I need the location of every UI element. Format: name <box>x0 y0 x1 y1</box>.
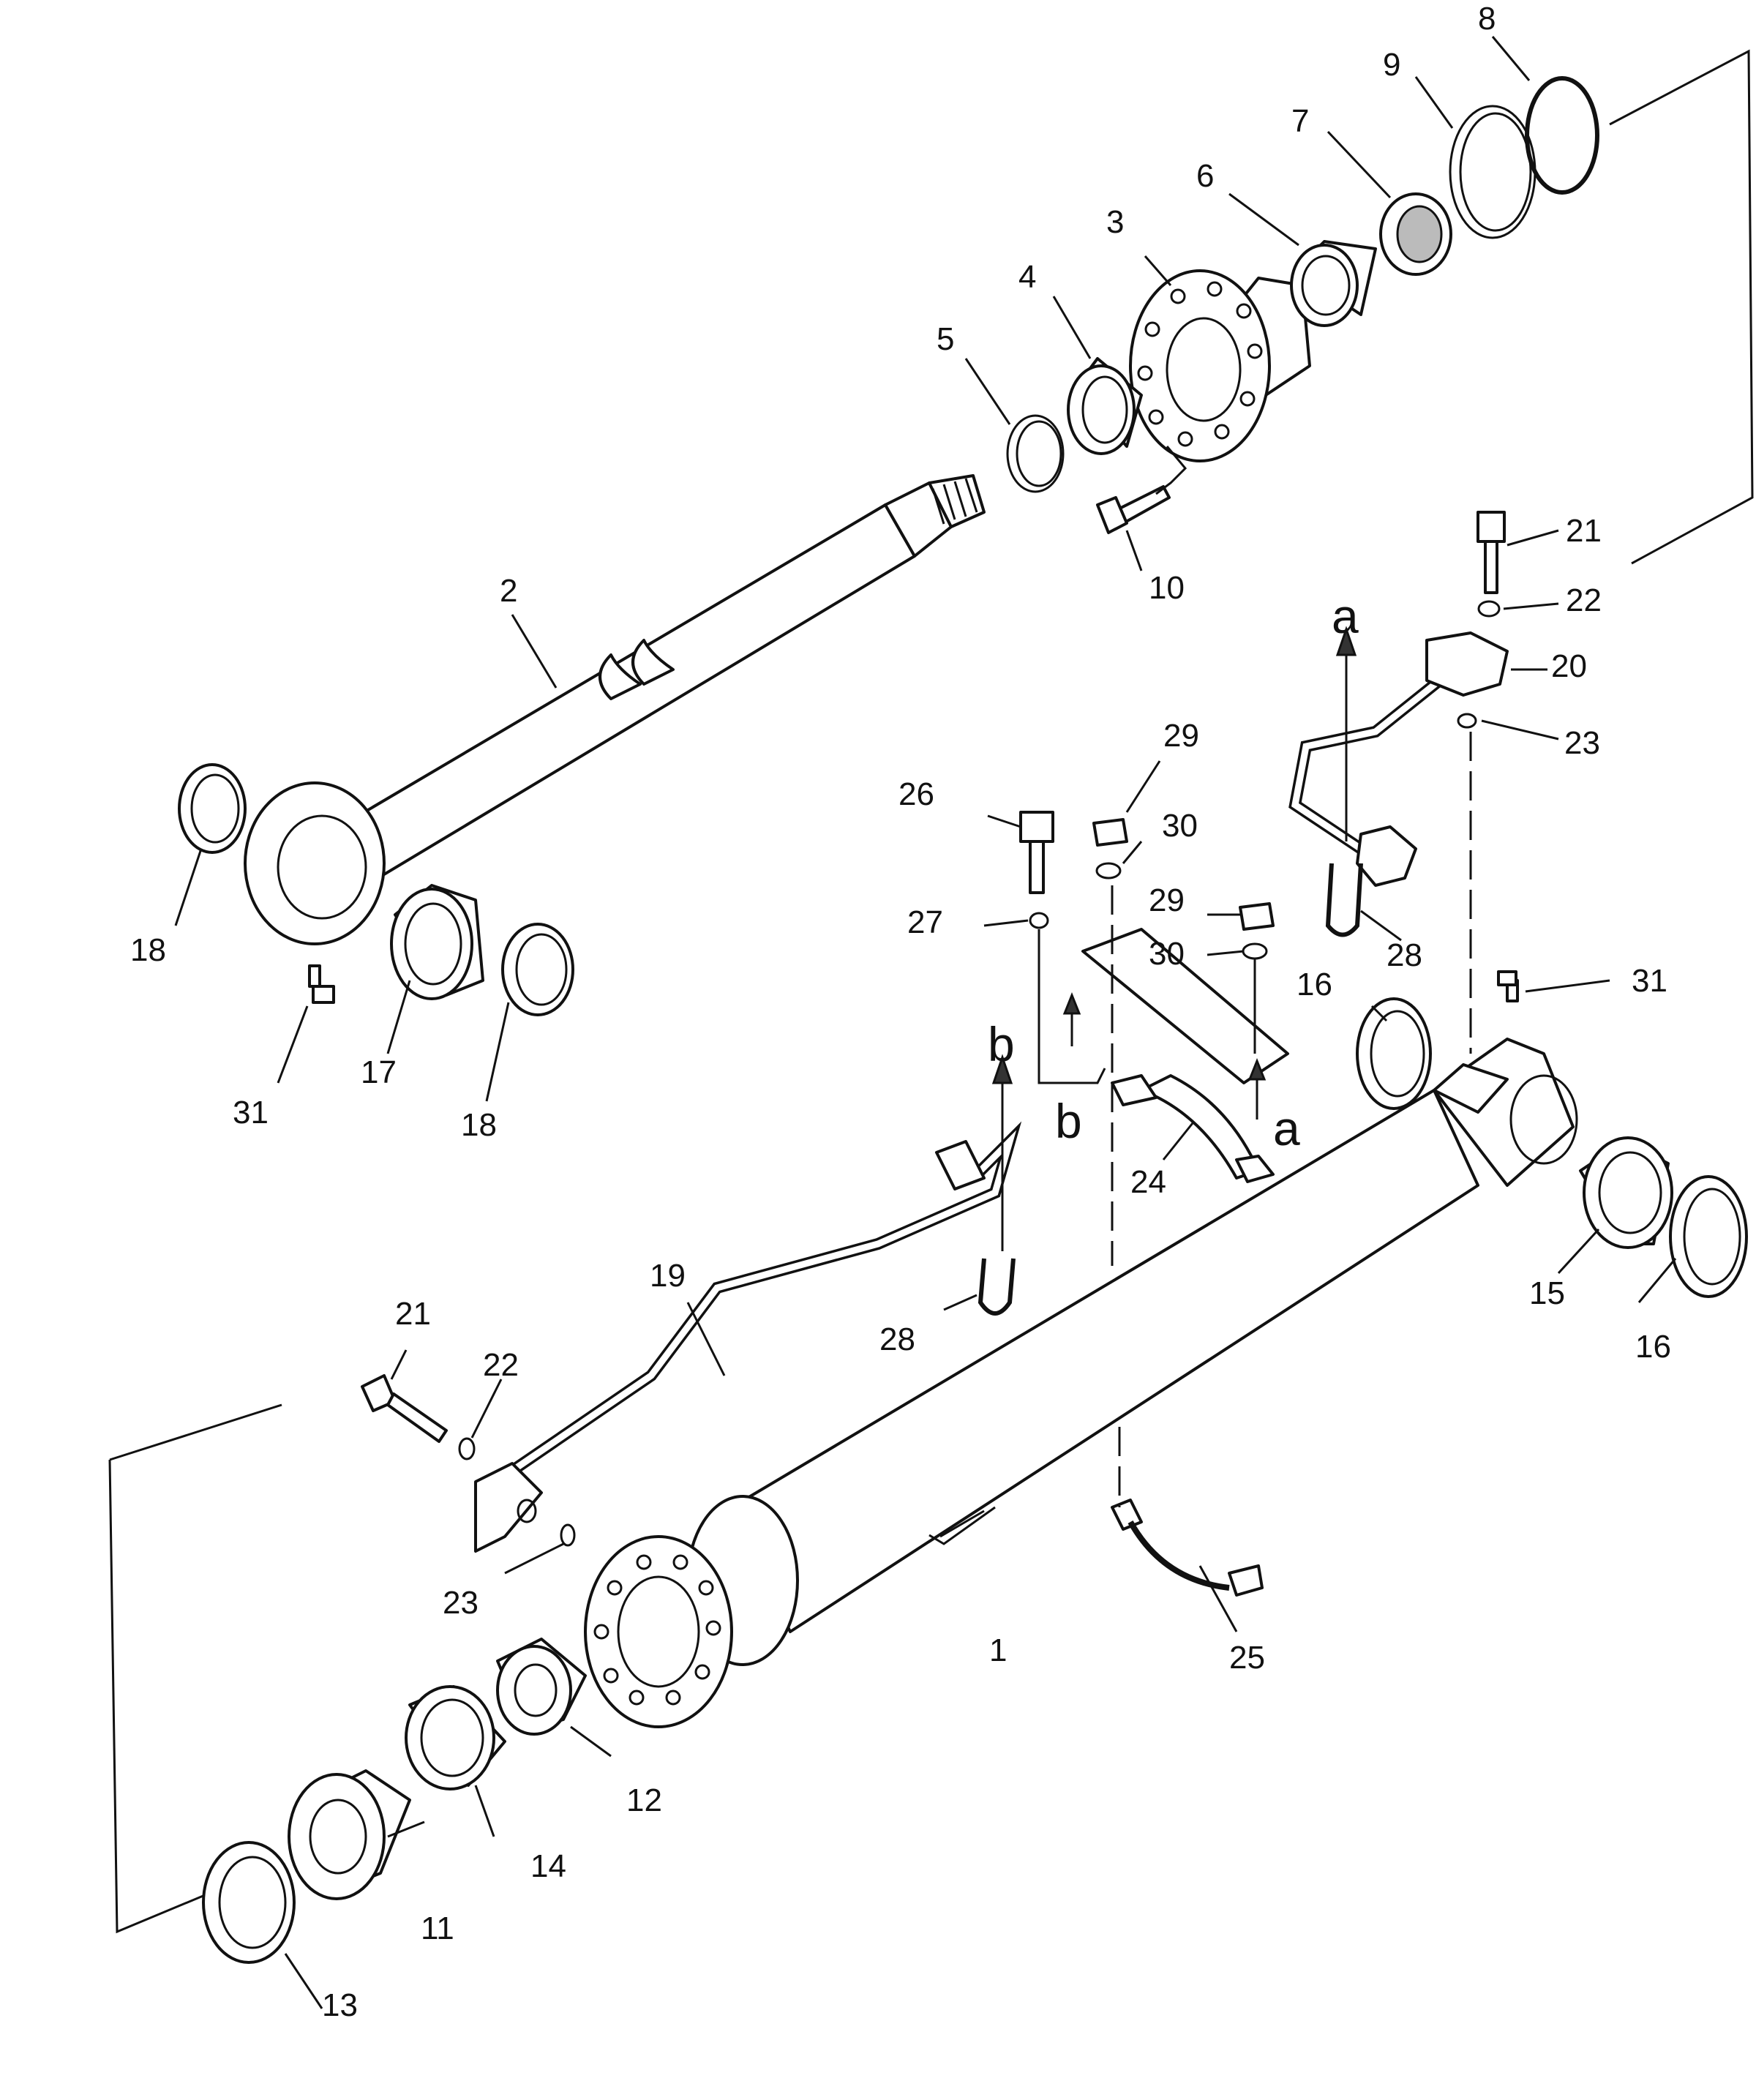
callout-19: 19 <box>650 1258 686 1294</box>
callout-14: 14 <box>530 1848 566 1884</box>
part-19-pipe <box>474 1121 1022 1553</box>
part-28-u-bolt-upper <box>1325 863 1363 937</box>
callout-10: 10 <box>1149 570 1185 606</box>
callout-28-lower: 28 <box>879 1321 915 1357</box>
callout-21-upper: 21 <box>1566 513 1602 549</box>
part-9-backup-ring <box>1449 105 1536 239</box>
part-21-bolt-upper <box>1477 511 1506 594</box>
part-23-o-ring-upper <box>1457 713 1477 729</box>
marker-b-bracket: b <box>1055 1094 1082 1148</box>
part-21-bolt-lower <box>361 1374 448 1443</box>
callout-21-lower: 21 <box>395 1296 431 1332</box>
part-16-dust-seal-lower <box>1669 1175 1748 1298</box>
callout-22-lower: 22 <box>483 1347 519 1383</box>
callout-18-right: 18 <box>461 1107 497 1143</box>
connection-markers: a a b b <box>988 589 1359 1155</box>
part-23-o-ring-lower <box>560 1523 576 1547</box>
part-14-cushion-ring <box>405 1685 506 1790</box>
callout-1: 1 <box>989 1632 1007 1668</box>
part-10-bolt <box>1096 485 1171 534</box>
part-30-washer-right <box>1242 942 1268 960</box>
part-4-bushing <box>1067 357 1143 455</box>
callout-22-upper: 22 <box>1566 582 1602 618</box>
part-24-bracket <box>1081 928 1289 1183</box>
callout-30-right: 30 <box>1149 936 1185 972</box>
flow-arrows <box>991 626 1357 1251</box>
callout-12: 12 <box>626 1782 662 1818</box>
part-5-snap-ring <box>1006 414 1065 493</box>
callout-23-lower: 23 <box>443 1585 479 1621</box>
part-27-washer <box>1029 912 1049 929</box>
callout-4: 4 <box>1018 259 1036 295</box>
callout-16-upper: 16 <box>1297 967 1332 1002</box>
part-18-dust-seal-left <box>178 763 247 854</box>
callout-8: 8 <box>1478 1 1496 37</box>
part-18-dust-seal-right <box>501 923 574 1016</box>
part-22-washer-upper <box>1477 600 1501 618</box>
callout-23-upper: 23 <box>1564 725 1600 761</box>
callout-31-right: 31 <box>1632 963 1667 999</box>
callout-5: 5 <box>937 321 954 357</box>
callout-30-left: 30 <box>1162 808 1198 844</box>
callout-2: 2 <box>500 573 517 609</box>
part-13-wear-ring <box>202 1841 296 1964</box>
part-8-o-ring <box>1525 76 1599 195</box>
callout-17: 17 <box>361 1054 397 1090</box>
part-16-dust-seal-upper <box>1356 997 1432 1110</box>
part-25-clamp <box>1111 1499 1264 1597</box>
callout-labels: 1 2 3 4 5 6 7 8 9 10 11 12 13 14 15 16 1… <box>130 1 1671 2023</box>
part-31-grease-fitting-left <box>308 964 335 1004</box>
alignment-lines <box>108 49 1754 1934</box>
callout-15: 15 <box>1529 1275 1565 1311</box>
callout-20: 20 <box>1551 648 1587 684</box>
marker-b-top: b <box>988 1017 1015 1071</box>
part-26-bolt <box>1019 811 1054 894</box>
part-29-nut-right <box>1239 902 1275 931</box>
callout-26: 26 <box>898 776 934 812</box>
callout-6: 6 <box>1196 158 1214 194</box>
callout-9: 9 <box>1383 47 1400 83</box>
callout-24: 24 <box>1130 1164 1166 1200</box>
part-17-bushing <box>390 884 484 1000</box>
part-11-piston <box>288 1769 411 1900</box>
callout-18-left: 18 <box>130 932 166 968</box>
part-31-grease-fitting-right <box>1497 970 1519 1002</box>
part-22-washer-lower <box>458 1437 476 1460</box>
leader-lines <box>174 36 1677 2009</box>
callout-25: 25 <box>1229 1640 1265 1676</box>
part-1-cylinder-tube <box>584 1038 1578 1728</box>
part-28-u-bolt-lower <box>978 1258 1016 1316</box>
part-7-rod-packing <box>1379 192 1452 276</box>
part-6-bushing <box>1290 240 1377 327</box>
marker-a-top: a <box>1332 589 1359 643</box>
callout-29-right: 29 <box>1149 882 1185 918</box>
part-15-bushing <box>1579 1136 1673 1249</box>
callout-11: 11 <box>421 1910 454 1946</box>
callout-29-left: 29 <box>1163 718 1199 754</box>
callout-16-lower: 16 <box>1635 1329 1671 1365</box>
callout-13: 13 <box>322 1987 358 2023</box>
callout-31-left: 31 <box>233 1095 269 1130</box>
part-2-piston-rod <box>244 474 986 945</box>
callout-7: 7 <box>1291 103 1309 139</box>
callout-28-upper: 28 <box>1387 937 1422 973</box>
callout-3: 3 <box>1106 204 1124 240</box>
callout-27: 27 <box>907 904 943 940</box>
part-12-nut <box>496 1638 587 1736</box>
part-20-pipe <box>1288 631 1509 887</box>
part-30-washer-left <box>1095 862 1122 880</box>
part-29-nut-left <box>1092 818 1128 847</box>
part-3-cylinder-head <box>1129 269 1311 462</box>
marker-a-bracket: a <box>1273 1101 1300 1155</box>
